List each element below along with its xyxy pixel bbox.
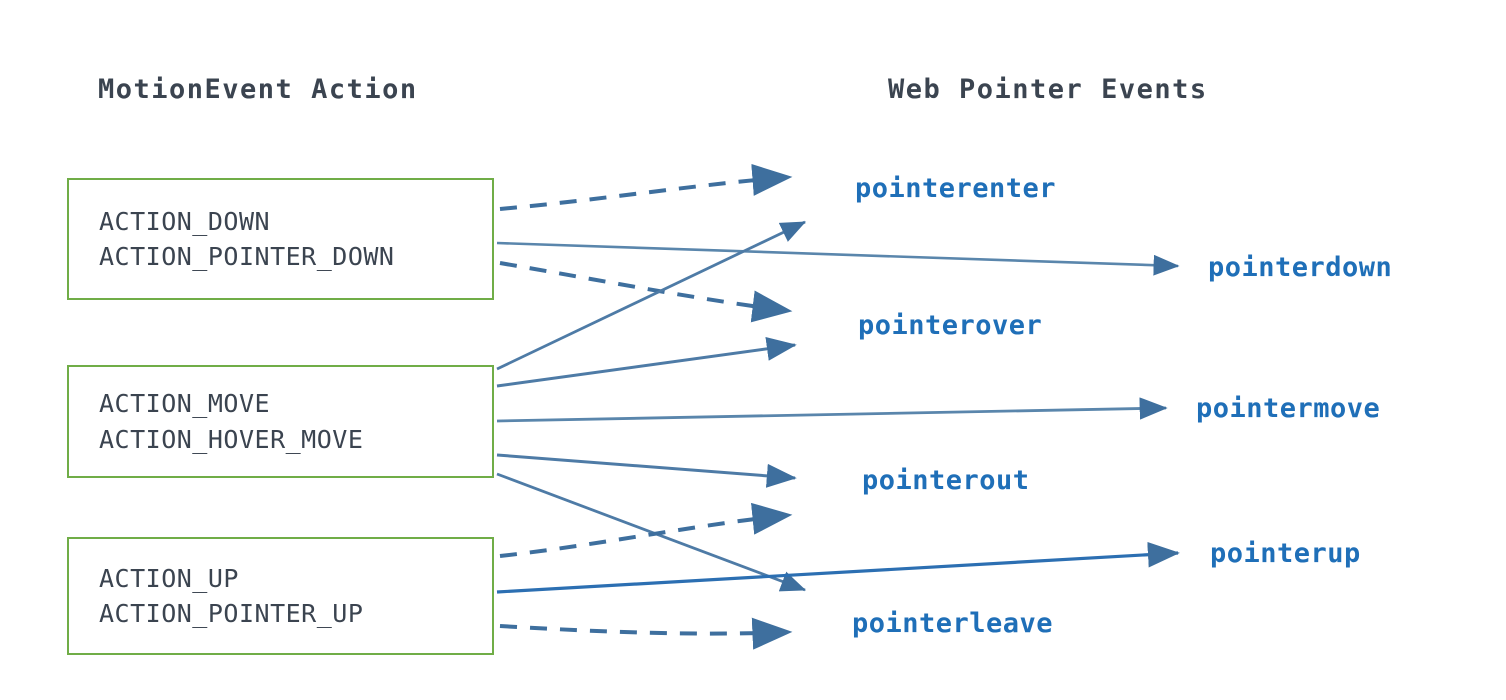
edge-action-move-to-pointerout: [496, 453, 797, 488]
column-title-motionevent-action: MotionEvent Action: [98, 74, 418, 105]
edge-action-move-to-pointermove: [496, 397, 1168, 423]
edge-action-move-to-pointerleave: [496, 472, 807, 592]
column-title-web-pointer-events: Web Pointer Events: [888, 74, 1208, 105]
edge-action-up-to-pointerup: [496, 541, 1180, 594]
event-label-pointerdown[interactable]: pointerdown: [1208, 252, 1393, 283]
event-label-pointerout[interactable]: pointerout: [862, 465, 1030, 496]
action-box-move-line-1: ACTION_MOVE: [99, 389, 271, 418]
action-box-move[interactable]: ACTION_MOVE ACTION_HOVER_MOVE: [67, 365, 494, 478]
event-label-pointerenter[interactable]: pointerenter: [855, 173, 1057, 204]
action-box-down[interactable]: ACTION_DOWN ACTION_POINTER_DOWN: [67, 178, 494, 300]
action-box-down-line-1: ACTION_DOWN: [99, 206, 271, 236]
edge-action-down-to-pointerdown: [496, 241, 1180, 276]
action-box-down-line-2: ACTION_POINTER_DOWN: [99, 242, 395, 271]
edge-action-up-to-pointerleave: [499, 617, 793, 650]
edge-action-up-to-pointerout: [499, 502, 793, 558]
event-label-pointermove[interactable]: pointermove: [1196, 393, 1381, 424]
action-box-up-line-1: ACTION_UP: [99, 563, 239, 593]
action-box-up[interactable]: ACTION_UP ACTION_POINTER_UP: [67, 537, 494, 655]
edge-action-down-to-pointerover: [499, 261, 793, 323]
event-label-pointerleave[interactable]: pointerleave: [852, 608, 1054, 639]
action-box-up-line-2: ACTION_POINTER_UP: [99, 599, 364, 628]
edge-action-move-to-pointerenter: [496, 220, 807, 371]
event-label-pointerover[interactable]: pointerover: [858, 310, 1043, 341]
edge-action-move-to-pointerover: [496, 336, 797, 388]
action-box-move-line-2: ACTION_HOVER_MOVE: [99, 424, 364, 454]
event-label-pointerup[interactable]: pointerup: [1210, 538, 1361, 569]
edge-action-down-to-pointerenter: [499, 163, 793, 211]
